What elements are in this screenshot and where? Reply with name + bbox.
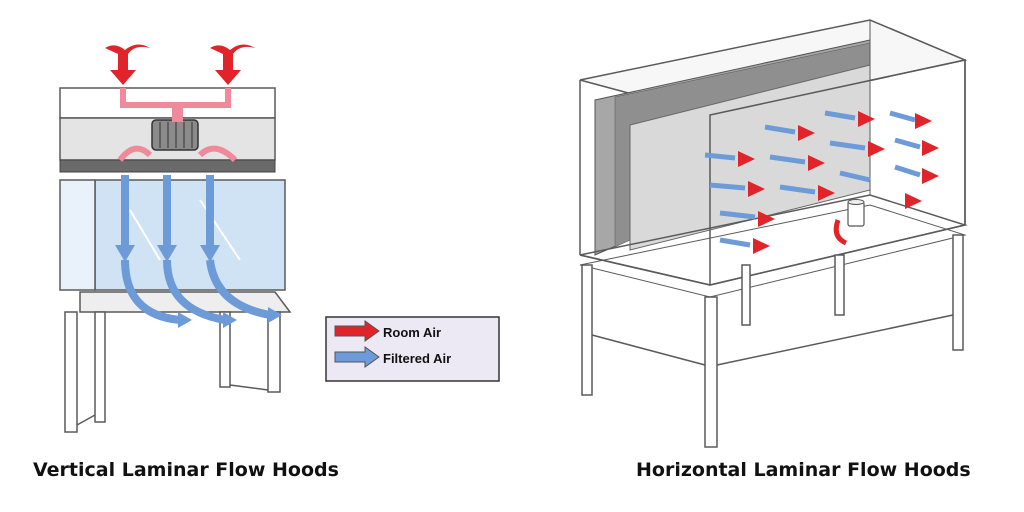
filtered-air-arrows bbox=[704, 110, 921, 248]
beaker-icon bbox=[847, 199, 865, 227]
horizontal-hood-caption: Horizontal Laminar Flow Hoods bbox=[636, 459, 971, 481]
filtered-air-arrowheads bbox=[115, 245, 282, 328]
room-air-channel-arrows bbox=[117, 88, 238, 163]
room-air-arrows bbox=[738, 111, 939, 254]
work-surface bbox=[579, 194, 968, 286]
filtered-air-legend-arrow-icon bbox=[334, 346, 380, 368]
hepa-filter-bar bbox=[59, 159, 276, 173]
room-air-legend-arrow-icon bbox=[334, 320, 380, 342]
horizontal-hood-svg bbox=[579, 19, 968, 448]
filtered-air-arrows bbox=[121, 175, 271, 324]
room-air-intake-arrows bbox=[105, 44, 255, 85]
beaker-deflected-airflow bbox=[833, 219, 848, 246]
hood-stand bbox=[581, 234, 964, 448]
legend-filtered-air-label: Filtered Air bbox=[383, 351, 451, 366]
hood-stand bbox=[64, 311, 281, 433]
legend-room-air-label: Room Air bbox=[383, 325, 441, 340]
vertical-hood-caption: Vertical Laminar Flow Hoods bbox=[33, 459, 339, 481]
horizontal-hood-illustration bbox=[570, 15, 980, 455]
air-legend: Room Air Filtered Air bbox=[325, 316, 500, 382]
vertical-hood-svg bbox=[59, 44, 292, 433]
fan-icon bbox=[151, 119, 199, 151]
air-legend-svg: Room Air Filtered Air bbox=[325, 316, 500, 382]
vertical-hood-illustration bbox=[40, 30, 310, 440]
